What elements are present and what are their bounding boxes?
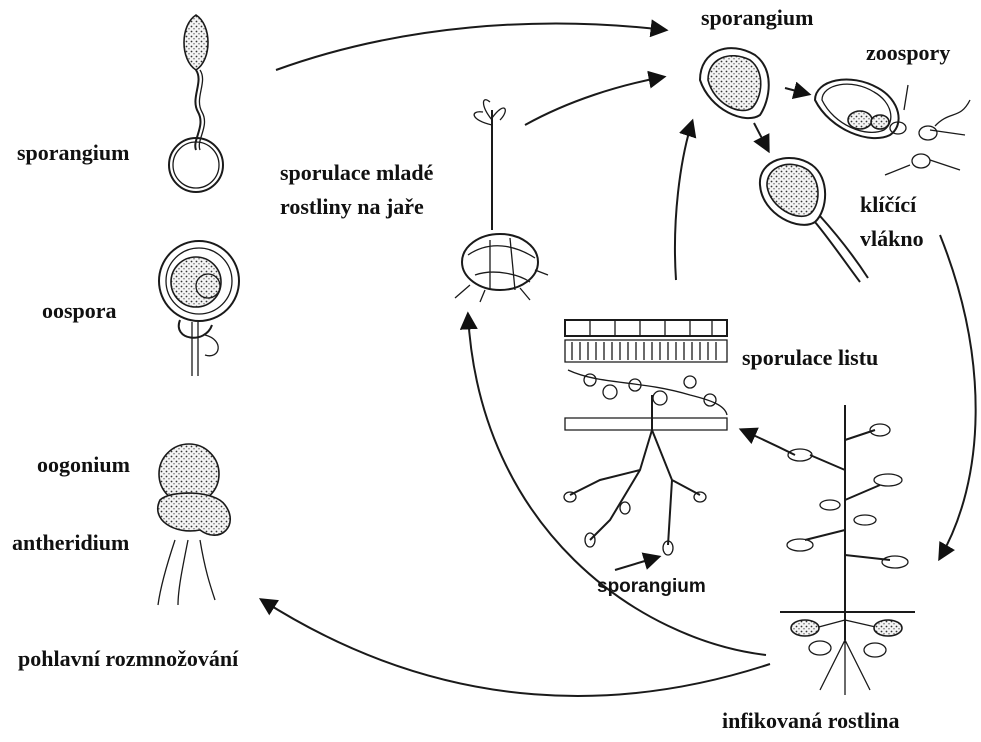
label-sporangium-left: sporangium xyxy=(17,140,129,166)
label-germ-tube-line2: vlákno xyxy=(860,226,924,252)
infected-plant-drawing xyxy=(780,405,915,695)
arrow-left-to-top xyxy=(276,23,665,70)
zoospores-drawing xyxy=(815,79,970,175)
arrow-infected-to-leaf xyxy=(742,430,795,455)
label-infected-plant: infikovaná rostlina xyxy=(722,708,899,734)
arrow-to-infected-plant xyxy=(940,235,976,558)
label-leaf-sporulation: sporulace listu xyxy=(742,345,878,371)
label-sporangium-top: sporangium xyxy=(701,5,813,31)
label-antheridium: antheridium xyxy=(12,530,129,556)
sporangium-left-drawing xyxy=(169,15,223,192)
label-germ-tube-line1: klíčící xyxy=(860,192,916,218)
arrow-infected-to-young-plant xyxy=(468,315,766,655)
oospora-drawing xyxy=(159,241,239,376)
young-plant-drawing xyxy=(455,100,548,302)
arrow-infected-to-sexual xyxy=(262,600,770,696)
leaf-section-drawing xyxy=(564,320,727,555)
label-young-plant-line1: sporulace mladé xyxy=(280,160,433,186)
label-young-plant-line2: rostliny na jaře xyxy=(280,194,424,220)
arrow-leaf-to-sporangium xyxy=(675,122,692,280)
label-sexual-reproduction: pohlavní rozmnožování xyxy=(18,646,238,672)
germinating-sporangium-drawing xyxy=(760,158,868,282)
arrow-sporangium-to-zoospores xyxy=(785,88,808,94)
oogonium-antheridium-drawing xyxy=(158,444,230,605)
label-oogonium: oogonium xyxy=(37,452,130,478)
label-sporangium-leaf: sporangium xyxy=(597,574,706,600)
label-oospora: oospora xyxy=(42,298,117,324)
arrow-sporangium-to-germinating xyxy=(754,123,768,150)
label-zoospores: zoospory xyxy=(866,40,950,66)
sporangium-top-drawing xyxy=(700,48,769,118)
arrow-to-sporangium-label xyxy=(615,557,658,570)
arrow-young-plant-to-sporangium xyxy=(525,77,663,125)
